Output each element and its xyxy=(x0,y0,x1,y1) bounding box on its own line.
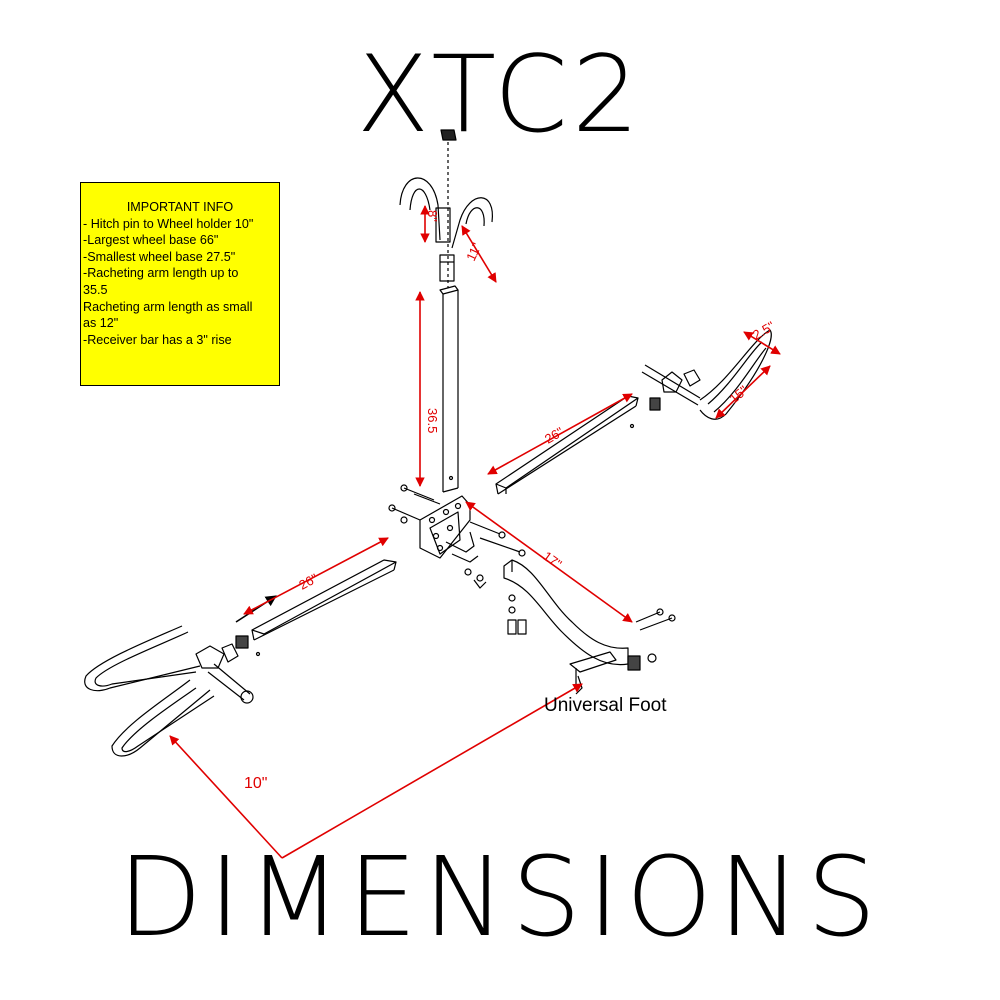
center-mount-plate xyxy=(419,495,479,563)
arm-offset-label: 11" xyxy=(463,240,484,263)
left-bar-length-line xyxy=(243,537,389,615)
info-heading: IMPORTANT INFO xyxy=(126,200,234,214)
page-title: XTC2 xyxy=(356,33,644,156)
arm-height-label: 8" xyxy=(425,210,440,222)
info-line: -Racheting arm length up to xyxy=(83,266,239,281)
rack-line-art xyxy=(84,129,772,757)
info-line: as 12" xyxy=(83,316,119,331)
info-line: -Largest wheel base 66" xyxy=(83,233,219,248)
receiver-length-line xyxy=(465,501,633,623)
dimension-lines xyxy=(169,205,781,859)
left-wheel-tray xyxy=(84,625,254,757)
top-wheel-hoop xyxy=(399,177,493,282)
hitch-to-wheel-label: 10" xyxy=(244,775,267,792)
right-square-tube xyxy=(495,395,639,495)
mast-height-label: 36.5 xyxy=(425,408,440,433)
right-wheel-tray xyxy=(641,329,772,420)
mast-end-cap xyxy=(440,129,457,141)
info-line: - Hitch pin to Wheel holder 10" xyxy=(83,216,254,231)
right-bar-length-label: 26" xyxy=(542,424,566,447)
info-line: -Smallest wheel base 27.5" xyxy=(83,249,236,264)
left-bar-length-label: 26" xyxy=(296,570,320,592)
right-tray-width-line xyxy=(743,331,781,355)
info-line: Racheting arm length as small xyxy=(83,299,253,314)
hitch-to-wheel-line-a xyxy=(169,735,283,859)
universal-foot-label: Universal Foot xyxy=(544,695,667,716)
receiver-length-label: 17" xyxy=(540,548,565,572)
page-subtitle: DIMENSIONS xyxy=(117,833,883,961)
hitch-to-wheel-line-b xyxy=(281,683,583,859)
mounting-bolts xyxy=(388,484,527,635)
left-square-tube xyxy=(251,559,397,657)
vertical-mast xyxy=(439,285,459,493)
info-line: -Receiver bar has a 3" rise xyxy=(83,332,232,347)
important-info-box: IMPORTANT INFO - Hitch pin to Wheel hold… xyxy=(80,182,280,386)
info-line: 35.5 xyxy=(83,282,108,297)
right-bar-length-line xyxy=(487,393,633,475)
arm-offset-line xyxy=(461,225,497,283)
receiver-bar xyxy=(503,559,676,671)
right-tray-length-line xyxy=(715,365,771,419)
